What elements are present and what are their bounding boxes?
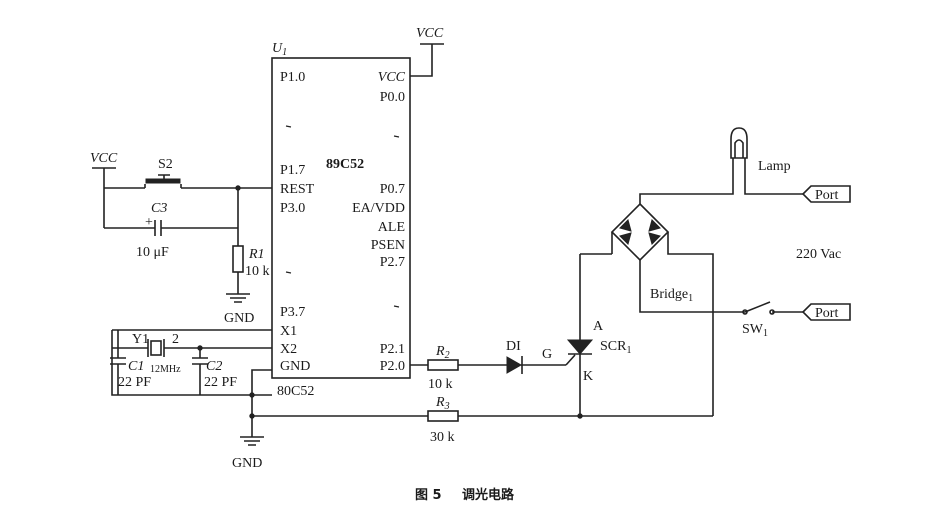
pin-p2-0: P2.0 (380, 359, 405, 374)
scr-cathode: K (583, 369, 593, 384)
scr-bar (565, 254, 592, 416)
r2-resistor (427, 359, 459, 371)
s2-button (145, 178, 181, 184)
pin-ea-vdd: EA/VDD (352, 201, 405, 216)
vcc-left-wire (92, 167, 116, 228)
junction-dot (249, 392, 255, 398)
ellipsis-mark (285, 125, 400, 308)
vcc-top-label: VCC (416, 26, 444, 41)
pin-psen: PSEN (371, 238, 405, 253)
vcc-top-wire (410, 43, 444, 77)
gnd1-symbol (226, 293, 250, 303)
scr-body (566, 339, 594, 355)
pin-p1-0: P1.0 (280, 70, 305, 85)
sw1-contact (742, 309, 748, 315)
gnd2-label: GND (232, 456, 262, 471)
vcc-left-label: VCC (90, 151, 118, 166)
r2-value: 10 k (428, 377, 453, 392)
junction-dot (249, 413, 255, 419)
di-diode (506, 356, 523, 374)
gnd2-symbol (240, 436, 264, 446)
port1-label: Port (815, 188, 838, 203)
y1-name: Y1 (132, 332, 149, 347)
di-label: DI (506, 339, 521, 354)
supply-label: 220 Vac (796, 247, 841, 262)
lamp-icon (730, 127, 748, 159)
r3-value: 30 k (430, 430, 455, 445)
junction-dot (235, 185, 241, 191)
c3-value: 10 μF (136, 245, 169, 260)
r1-value: 10 k (245, 264, 270, 279)
c1-capacitor (110, 330, 126, 395)
bridge-outline (610, 202, 670, 262)
r2-name: R2 (435, 344, 450, 361)
pin-vcc: VCC (378, 70, 406, 85)
s2-label: S2 (158, 157, 173, 172)
x1-wire (111, 329, 272, 396)
figure-caption-title: 调光电路 (462, 487, 515, 503)
mcu-part: 80C52 (277, 384, 314, 399)
c3-plus: + (145, 215, 153, 230)
pin-ale: ALE (378, 220, 405, 235)
gnd-wire (251, 369, 713, 437)
r3-name: R3 (435, 395, 450, 412)
mcu-chip (271, 57, 411, 379)
y1-pin: 2 (172, 332, 179, 347)
c1-name: C1 (128, 359, 144, 374)
c2-value: 22 PF (204, 375, 237, 390)
scr-gate: G (542, 347, 552, 362)
pin-p2-1: P2.1 (380, 342, 405, 357)
mcu-ref: U1 (272, 41, 287, 58)
c2-name: C2 (206, 359, 222, 374)
bridge-diode-3 (619, 219, 632, 232)
sw1-label: SW1 (742, 322, 768, 339)
pin-x2: X2 (280, 342, 297, 357)
y1-crystal (150, 340, 162, 356)
lamp-wire (639, 158, 803, 204)
c3-name: C3 (151, 201, 167, 216)
pin-x1: X1 (280, 324, 297, 339)
sw1-contact (769, 309, 775, 315)
pin-p0-0: P0.0 (380, 90, 405, 105)
pin-p1-7: P1.7 (280, 163, 305, 178)
c1-value: 22 PF (118, 375, 151, 390)
bridge-label: Bridge1 (650, 287, 693, 304)
pin-p2-7: P2.7 (380, 255, 405, 270)
scr-anode: A (593, 319, 604, 334)
gnd1-label: GND (224, 311, 254, 326)
pin-p0-7: P0.7 (380, 182, 405, 197)
scr-name: SCR1 (600, 339, 631, 356)
bridge-diode-4 (648, 219, 661, 232)
junction-dot (197, 345, 203, 351)
r1-name: R1 (248, 247, 265, 262)
y1-plates (147, 339, 165, 357)
bridge-diode-1 (619, 232, 632, 245)
pin-p3-0: P3.0 (280, 201, 305, 216)
port2-tag (801, 303, 851, 321)
sw1-switch (744, 301, 803, 313)
bridge-diode-2 (648, 232, 661, 245)
c2-capacitor (192, 348, 208, 395)
mcu-name: 89C52 (326, 157, 364, 172)
port2-label: Port (815, 306, 838, 321)
junction-dot (577, 413, 583, 419)
pin-rest: REST (280, 182, 315, 197)
bridge-ac-wire (580, 232, 745, 416)
pin-gnd: GND (280, 359, 310, 374)
y1-freq: 12MHz (150, 364, 181, 375)
pin-p3-7: P3.7 (280, 305, 305, 320)
port1-tag (801, 185, 851, 203)
figure-caption-number: 图 5 (415, 488, 442, 503)
r1-resistor (232, 245, 244, 273)
s2-switch (104, 174, 272, 189)
lamp-label: Lamp (758, 159, 791, 174)
c3-capacitor (104, 220, 238, 236)
r3-resistor (427, 410, 459, 422)
